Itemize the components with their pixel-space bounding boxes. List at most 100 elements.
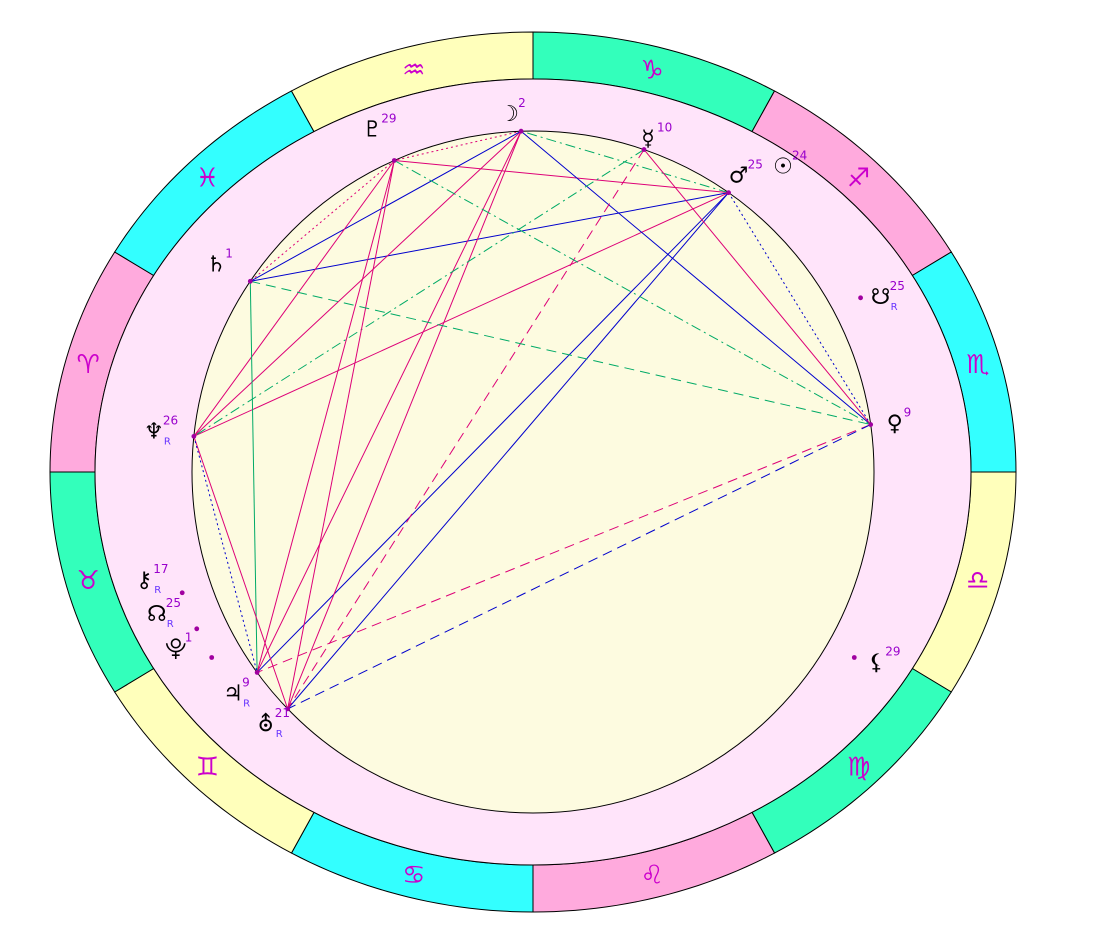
lilith-marker <box>851 655 857 660</box>
south-node-retro-flag: R <box>891 302 898 313</box>
uranus-marker <box>285 706 291 712</box>
zodiac-ring <box>49 31 1017 913</box>
sun-icon: ☉ <box>773 154 793 179</box>
aspect-line-neptune-uranus <box>193 436 289 710</box>
uranus-retro-flag: R <box>276 729 283 740</box>
sun-degree: 24 <box>792 148 807 162</box>
south-node-icon: ☋ <box>871 285 891 310</box>
aspect-line-mars-pluto <box>394 159 729 194</box>
cancer-sign-icon: ♋ <box>402 860 425 890</box>
chiron-retro-flag: R <box>154 585 161 596</box>
sun-label: ☉24 <box>773 148 807 179</box>
moon-icon: ☽ <box>499 102 519 127</box>
uranus-degree: 21 <box>275 706 290 720</box>
pisces-sign-icon: ♓ <box>196 163 219 193</box>
mercury-degree: 10 <box>657 121 672 135</box>
saturn-degree: 1 <box>225 246 233 260</box>
moon-degree: 2 <box>518 96 526 110</box>
mars-marker <box>726 190 731 196</box>
aspect-line-moon-neptune <box>193 130 522 437</box>
jupiter-icon: ♃ <box>223 681 243 706</box>
capricorn-sign-icon: ♑ <box>641 56 664 86</box>
neptune-marker <box>191 433 197 439</box>
chiron-marker <box>179 590 185 596</box>
pluto-degree: 29 <box>381 111 396 125</box>
sagittarius-sign-icon: ♐ <box>847 163 870 193</box>
aspect-line-mercury-venus <box>643 149 872 425</box>
aspect-line-neptune-jupiter <box>193 436 258 673</box>
moon-label: ☽2 <box>499 96 526 127</box>
mercury-marker <box>641 147 647 152</box>
neptune-degree: 26 <box>163 413 178 427</box>
aspect-line-saturn-venus <box>250 280 871 426</box>
aquarius-sign-icon: ♒ <box>402 56 425 86</box>
pluto-icon: ♇ <box>362 117 382 142</box>
aspect-line-mars-neptune <box>193 192 729 437</box>
chiron-icon: ⚷ <box>136 568 152 593</box>
lilith-degree: 29 <box>885 645 900 659</box>
neptune-icon: ♆ <box>144 419 164 444</box>
venus-marker <box>868 422 874 427</box>
jupiter-marker <box>254 670 260 675</box>
south-node-marker <box>858 295 863 301</box>
mercury-icon: ☿ <box>641 127 655 152</box>
mars-label: ♂25 <box>729 158 763 189</box>
aspect-line-mars-saturn <box>250 192 729 282</box>
aries-sign-icon: ♈ <box>77 350 100 380</box>
saturn-marker <box>247 278 253 284</box>
aspect-line-mars-uranus <box>287 192 729 710</box>
leo-sign-icon: ♌ <box>641 860 664 890</box>
aspect-line-moon-uranus <box>287 131 522 710</box>
aspect-line-moon-jupiter <box>256 130 522 673</box>
aspect-line-pluto-jupiter <box>256 160 395 673</box>
venus-label: ♀9 <box>887 406 912 437</box>
mars-degree: 25 <box>748 158 763 172</box>
aspect-line-mercury-neptune <box>193 149 645 437</box>
aspect-lines <box>193 130 872 710</box>
pluto-label: ♇29 <box>362 111 396 142</box>
jupiter-degree: 9 <box>242 675 250 689</box>
aspect-line-venus-uranus <box>287 424 871 710</box>
aspect-line-mars-jupiter <box>256 192 729 673</box>
lilith-label: ⚸29 <box>868 645 900 676</box>
south-node-label: ☋25R <box>871 279 905 313</box>
mars-icon: ♂ <box>729 164 749 189</box>
lilith-icon: ⚸ <box>868 651 884 676</box>
south-node-degree: 25 <box>890 279 905 293</box>
aspect-line-pluto-saturn <box>249 160 395 282</box>
moon-marker <box>518 128 524 134</box>
aspect-line-moon-pluto <box>394 130 522 161</box>
aspect-line-moon-venus <box>520 130 872 425</box>
venus-degree: 9 <box>904 406 912 420</box>
sign-glyphs: ♑♐♏♎♍♌♋♊♉♈♓♒ <box>77 56 990 891</box>
saturn-label: ♄1 <box>206 246 233 277</box>
proserpina-icon: ⯓ <box>165 637 187 662</box>
proserpina-label: ⯓1 <box>165 631 192 662</box>
scorpio-sign-icon: ♏ <box>966 350 989 380</box>
saturn-icon: ♄ <box>206 252 226 277</box>
aspect-line-mercury-uranus <box>287 149 645 710</box>
aspect-disc <box>191 130 875 814</box>
libra-sign-icon: ♎ <box>966 566 989 596</box>
north-node-retro-flag: R <box>167 619 174 630</box>
aspect-line-venus-jupiter <box>256 424 871 673</box>
mercury-label: ☿10 <box>641 121 672 152</box>
venus-icon: ♀ <box>887 412 903 437</box>
pluto-marker <box>391 158 397 163</box>
neptune-label: ♆26R <box>144 413 178 447</box>
gemini-sign-icon: ♊ <box>196 753 219 783</box>
chiron-label: ⚷17R <box>136 562 168 596</box>
north-node-marker <box>194 626 200 632</box>
taurus-sign-icon: ♉ <box>77 566 100 596</box>
aspect-line-mars-venus <box>728 192 872 425</box>
proserpina-marker <box>209 655 215 660</box>
north-node-degree: 25 <box>166 596 181 610</box>
jupiter-retro-flag: R <box>243 698 250 709</box>
neptune-retro-flag: R <box>164 436 171 447</box>
aspect-line-pluto-uranus <box>287 160 395 709</box>
aspect-line-saturn-jupiter <box>249 281 258 673</box>
north-node-icon: ☊ <box>147 602 167 627</box>
uranus-label: ⛢21R <box>258 706 290 740</box>
planet-markers: ☽2☿10☉24♂25☋25R♀9⚸29⛢21R♃9R⯓1☊25R⚷17R♆26… <box>136 96 911 740</box>
